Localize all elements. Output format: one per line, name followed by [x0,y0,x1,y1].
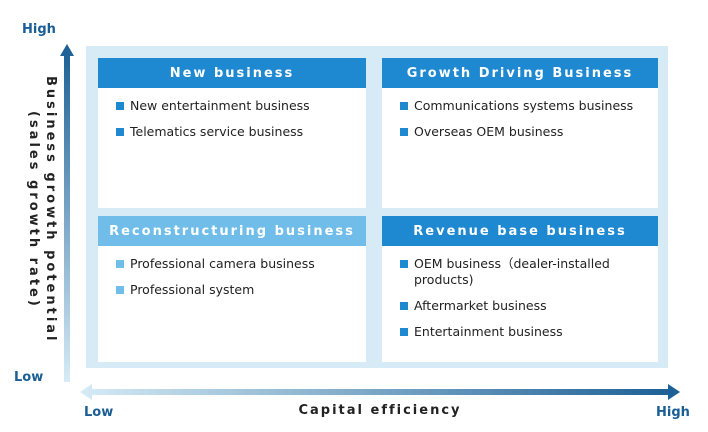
x-axis-arrow [80,384,680,400]
x-axis-low-label: Low [84,405,114,420]
list-item: Telematics service business [116,124,352,140]
y-axis-low-label: Low [14,370,44,385]
list-item: Overseas OEM business [400,124,644,140]
quadrant-title: Growth Driving Business [382,58,658,88]
quadrant-title: Reconstructuring business [98,216,366,246]
business-matrix: New business New entertainment business … [86,46,668,368]
list-item: Professional camera business [116,256,352,272]
quadrant-revenue-base-business: Revenue base business OEM business（deale… [382,216,658,362]
x-axis-high-label: High [656,405,690,420]
y-axis-high-label: High [22,22,56,37]
y-axis-title: Business growth potential (sales growth … [26,40,58,380]
list-item: OEM business（dealer-installed products) [400,256,644,288]
x-axis-title: Capital efficiency [298,403,462,418]
list-item: New entertainment business [116,98,352,114]
list-item: Communications systems business [400,98,644,114]
y-axis-title-line1: Business growth potential [43,76,58,344]
list-item: Entertainment business [400,324,644,340]
y-axis-arrow [60,44,74,382]
list-item: Professional system [116,282,352,298]
quadrant-title: New business [98,58,366,88]
quadrant-new-business: New business New entertainment business … [98,58,366,208]
quadrant-reconstructuring-business: Reconstructuring business Professional c… [98,216,366,362]
y-axis-title-line2: (sales growth rate) [26,111,41,309]
quadrant-growth-driving-business: Growth Driving Business Communications s… [382,58,658,208]
quadrant-title: Revenue base business [382,216,658,246]
list-item: Aftermarket business [400,298,644,314]
